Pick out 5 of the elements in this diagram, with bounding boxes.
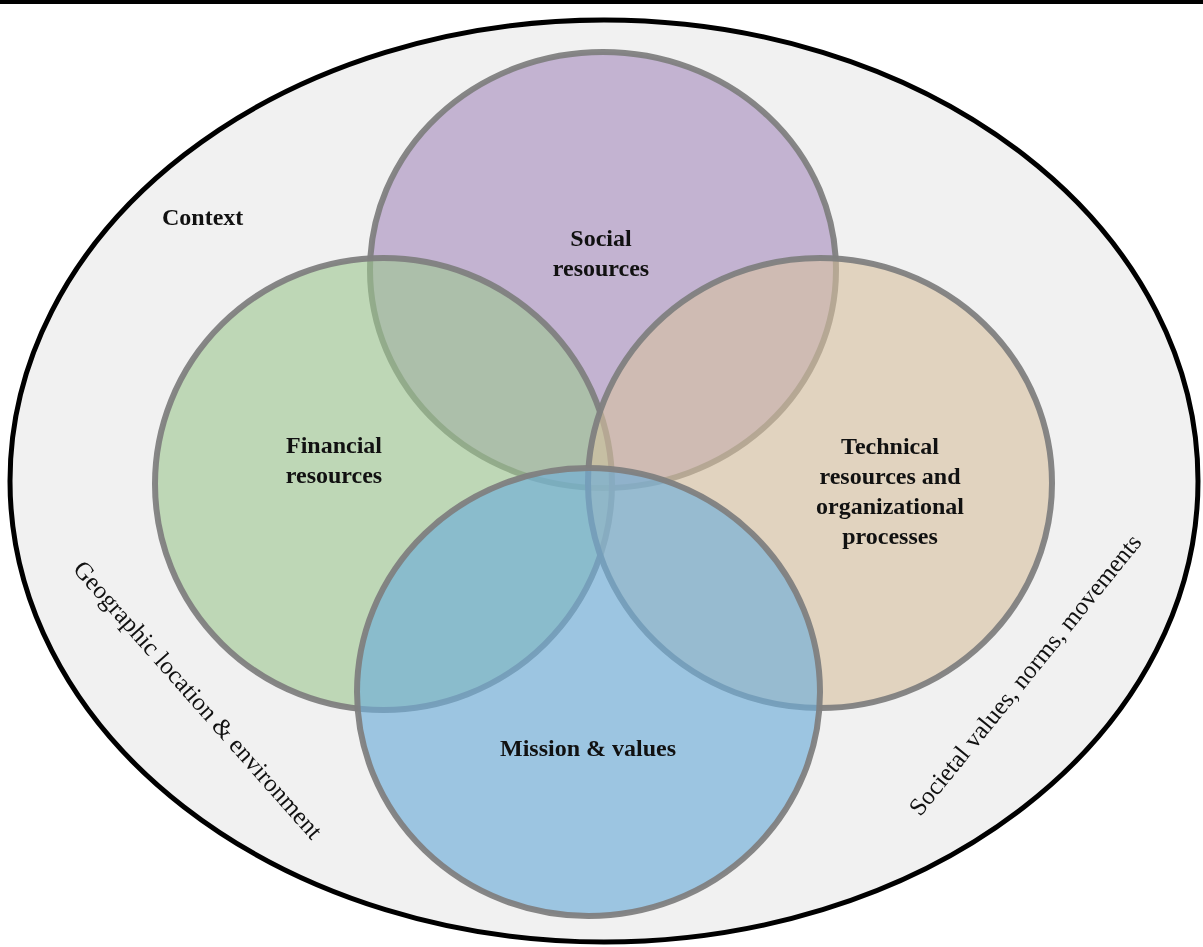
context-title: Context	[162, 203, 245, 232]
circle-label: Social resources	[551, 224, 651, 283]
circle-label: Financial resources	[284, 431, 384, 490]
circle-label: Mission & values	[499, 734, 677, 763]
circle-label: Technical resources and organizational processes	[815, 432, 965, 551]
